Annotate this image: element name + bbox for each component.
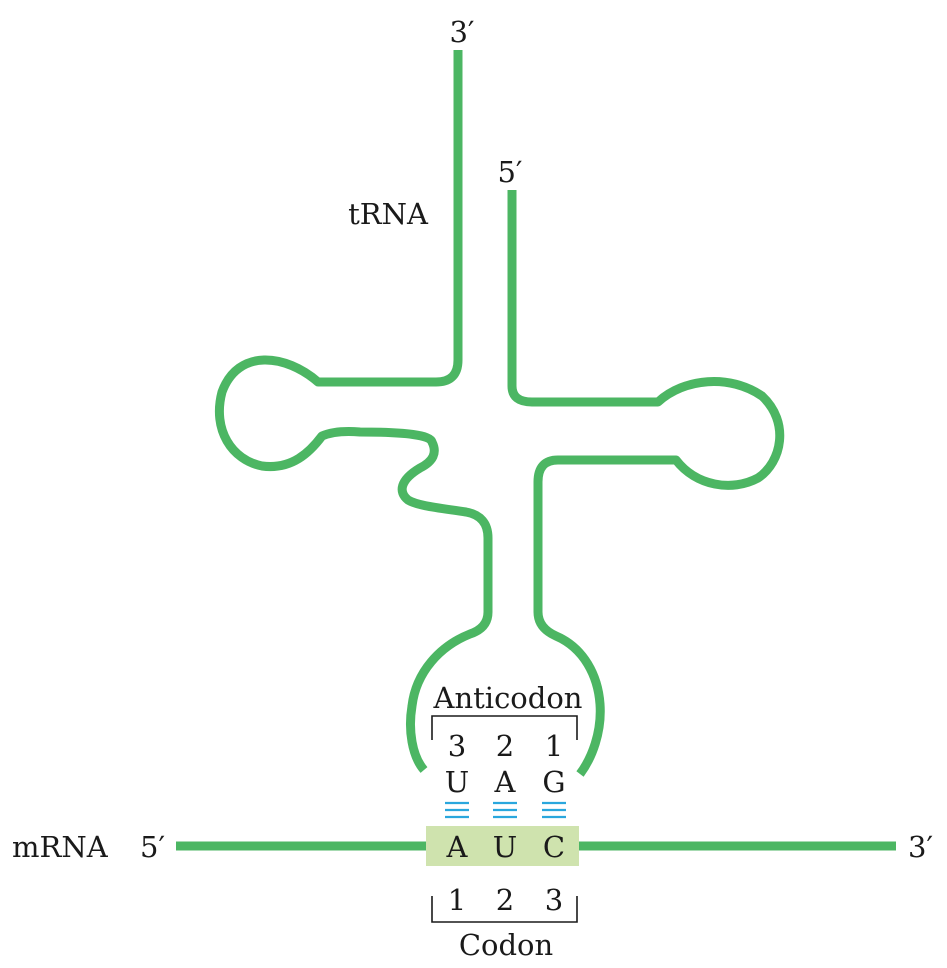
codon-base-2: U xyxy=(493,830,517,864)
anticodon-bracket xyxy=(431,715,578,740)
anticodon-position-2: 2 xyxy=(496,729,514,763)
codon-position-2: 2 xyxy=(496,883,514,917)
codon-position-1: 1 xyxy=(448,883,466,917)
mrna-3prime-end-label: 3′ xyxy=(908,830,933,864)
codon-base-3: C xyxy=(543,830,565,864)
mrna-5prime-end-label: 5′ xyxy=(140,830,165,864)
trna-strand xyxy=(214,50,785,777)
hydrogen-bonds xyxy=(445,801,566,819)
trna-right-strand xyxy=(507,190,785,777)
trna-5prime-end-label: 5′ xyxy=(497,155,522,189)
codon-position-3: 3 xyxy=(545,883,563,917)
hydrogen-bond-pair-3 xyxy=(542,801,566,819)
mrna-label: mRNA xyxy=(12,830,109,864)
anticodon-title: Anticodon xyxy=(433,681,583,715)
hydrogen-bond-pair-1 xyxy=(445,801,469,819)
codon-base-1: A xyxy=(446,830,469,864)
trna-left-strand xyxy=(214,50,493,773)
hydrogen-bond-pair-2 xyxy=(493,801,517,819)
anticodon-position-3: 1 xyxy=(545,729,563,763)
codon-highlight-box xyxy=(426,826,579,866)
trna-3prime-end-label: 3′ xyxy=(449,15,474,49)
codon-title: Codon xyxy=(459,928,553,962)
anticodon-base-3: G xyxy=(542,765,565,799)
anticodon-base-1: U xyxy=(445,765,469,799)
anticodon-base-2: A xyxy=(494,765,517,799)
codon-bracket xyxy=(431,896,578,923)
anticodon-position-1: 3 xyxy=(448,729,466,763)
trna-label: tRNA xyxy=(348,197,429,231)
